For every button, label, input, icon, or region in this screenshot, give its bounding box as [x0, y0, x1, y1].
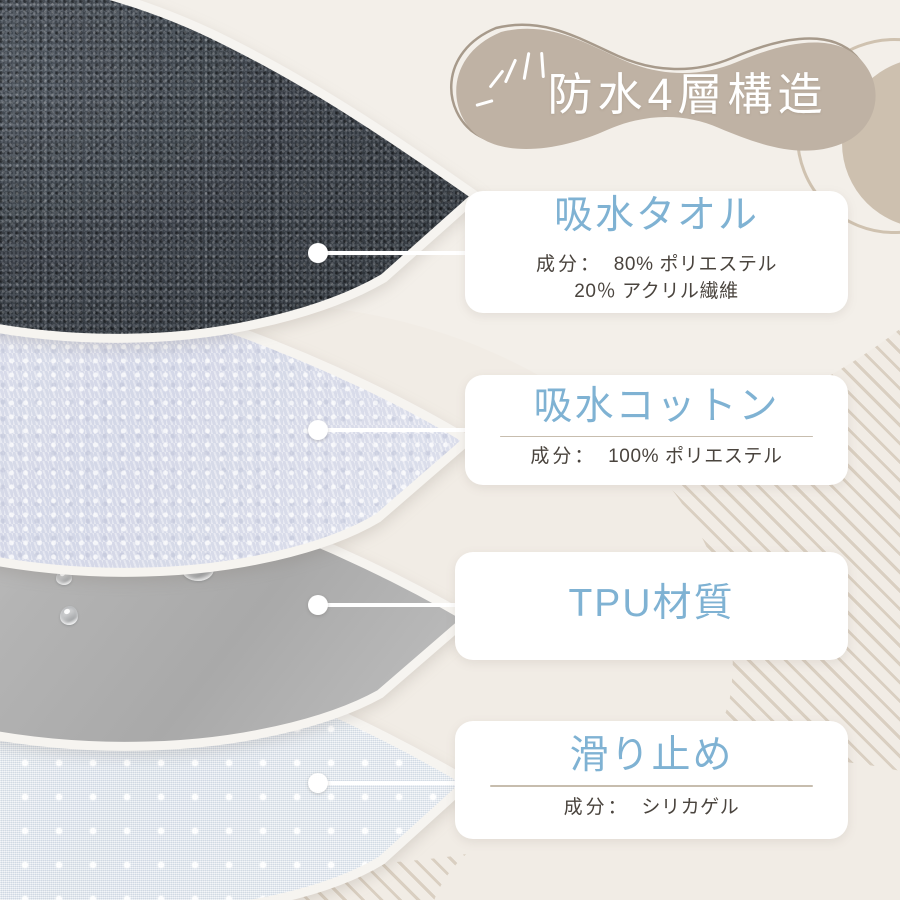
connector-line — [317, 781, 465, 785]
badge-blob-shape — [449, 23, 876, 151]
ingredient-line: 20％ アクリル繊維 — [574, 281, 739, 303]
layer-card-cotton[interactable]: 吸水コットン 成分： 100% ポリエステル — [465, 375, 848, 485]
connector-dot — [308, 595, 328, 615]
ingredient-label: 成分： — [535, 254, 602, 276]
connector-line — [317, 603, 465, 607]
fabric-layer-towel — [0, 0, 484, 360]
title-badge: 防水4層構造 — [437, 23, 880, 154]
ingredient-line: 80% ポリエステル — [613, 254, 778, 276]
layer-title: 滑り止め — [569, 734, 734, 778]
layer-card-towel[interactable]: 吸水タオル 成分： 80% ポリエステル 20％ アクリル繊維 — [465, 191, 848, 313]
ingredient-label: 成分： — [563, 796, 630, 818]
layer-ingredients: 成分： 100% ポリエステル — [530, 444, 782, 471]
connector-dot — [308, 243, 328, 263]
ingredient-line: 100% ポリエステル — [608, 446, 783, 468]
layer-title: 吸水タオル — [553, 193, 759, 237]
connector-line — [317, 251, 475, 255]
layer-ingredients: 成分： シリカゲル — [564, 795, 740, 822]
connector-cotton — [308, 420, 475, 440]
ingredient-line: シリカゲル — [641, 796, 740, 818]
connector-line — [317, 428, 475, 432]
layer-ingredients: 成分： 80% ポリエステル 20％ アクリル繊維 — [536, 252, 777, 306]
connector-tpu — [308, 595, 465, 615]
card-divider — [490, 784, 813, 787]
layer-title: 吸水コットン — [533, 385, 780, 428]
water-droplet — [60, 606, 78, 625]
connector-grip — [308, 773, 465, 793]
connector-towel — [308, 243, 475, 263]
badge-label: 防水4層構造 — [547, 68, 828, 120]
ingredient-label: 成分： — [530, 446, 597, 468]
layer-card-tpu[interactable]: TPU材質 — [455, 552, 848, 660]
layer-title: TPU材質 — [568, 582, 735, 626]
connector-dot — [308, 773, 328, 793]
layer-card-grip[interactable]: 滑り止め 成分： シリカゲル — [455, 721, 848, 839]
connector-dot — [308, 420, 328, 440]
